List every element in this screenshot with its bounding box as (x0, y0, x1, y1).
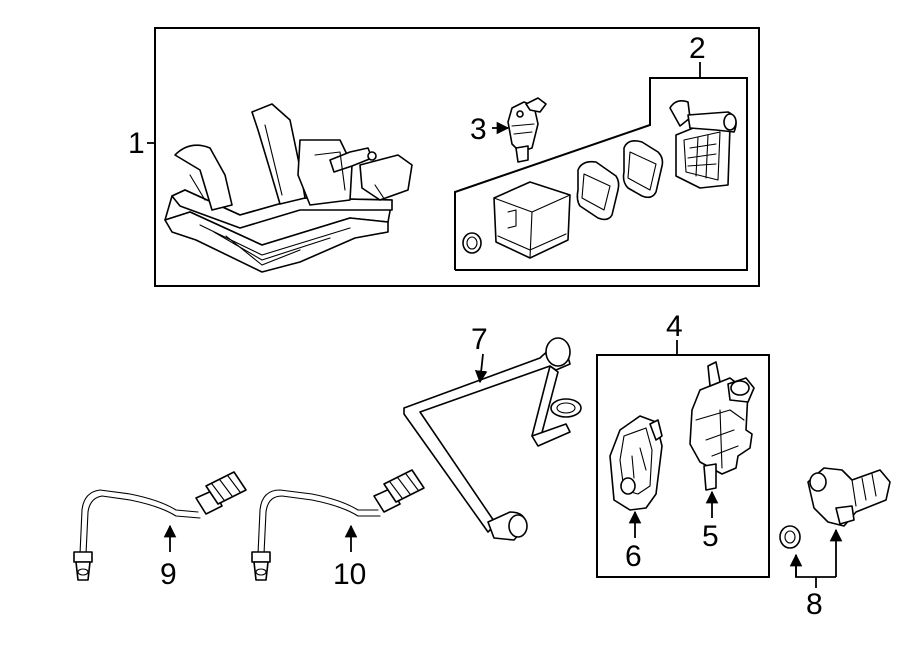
callout-5[interactable]: 5 (702, 520, 719, 553)
evap-canister[interactable] (164, 103, 413, 273)
callout-1[interactable]: 1 (128, 127, 145, 160)
pressure-sensor[interactable] (807, 467, 891, 527)
purge-valve[interactable] (507, 97, 547, 163)
group-1-box: 1 (128, 27, 760, 287)
callout-8[interactable]: 8 (806, 588, 823, 621)
oxygen-sensor-9[interactable] (73, 471, 247, 581)
filter-kit[interactable] (462, 100, 737, 259)
callout-6[interactable]: 6 (625, 540, 642, 573)
callout-6-group: 6 (625, 510, 642, 573)
callout-10-group: 10 (333, 524, 366, 591)
sensor-seal[interactable] (779, 525, 801, 549)
vent-hose[interactable] (403, 337, 582, 541)
callout-3[interactable]: 3 (470, 113, 487, 146)
group-2-box: 2 (454, 32, 748, 271)
callout-3-group: 3 (470, 113, 510, 146)
callout-2[interactable]: 2 (689, 32, 706, 65)
callout-5-group: 5 (702, 490, 719, 553)
callout-4[interactable]: 4 (666, 310, 683, 343)
callout-9[interactable]: 9 (160, 558, 177, 591)
callout-7[interactable]: 7 (471, 323, 488, 356)
callout-9-group: 9 (160, 524, 177, 591)
callout-7-group: 7 (471, 323, 488, 384)
solenoid-bracket[interactable] (609, 415, 663, 511)
callout-10[interactable]: 10 (333, 558, 366, 591)
oxygen-sensor-10[interactable] (251, 469, 425, 581)
group-4-box: 4 (596, 310, 770, 578)
vent-solenoid[interactable] (689, 361, 755, 491)
callout-8-group: 8 (789, 528, 843, 621)
